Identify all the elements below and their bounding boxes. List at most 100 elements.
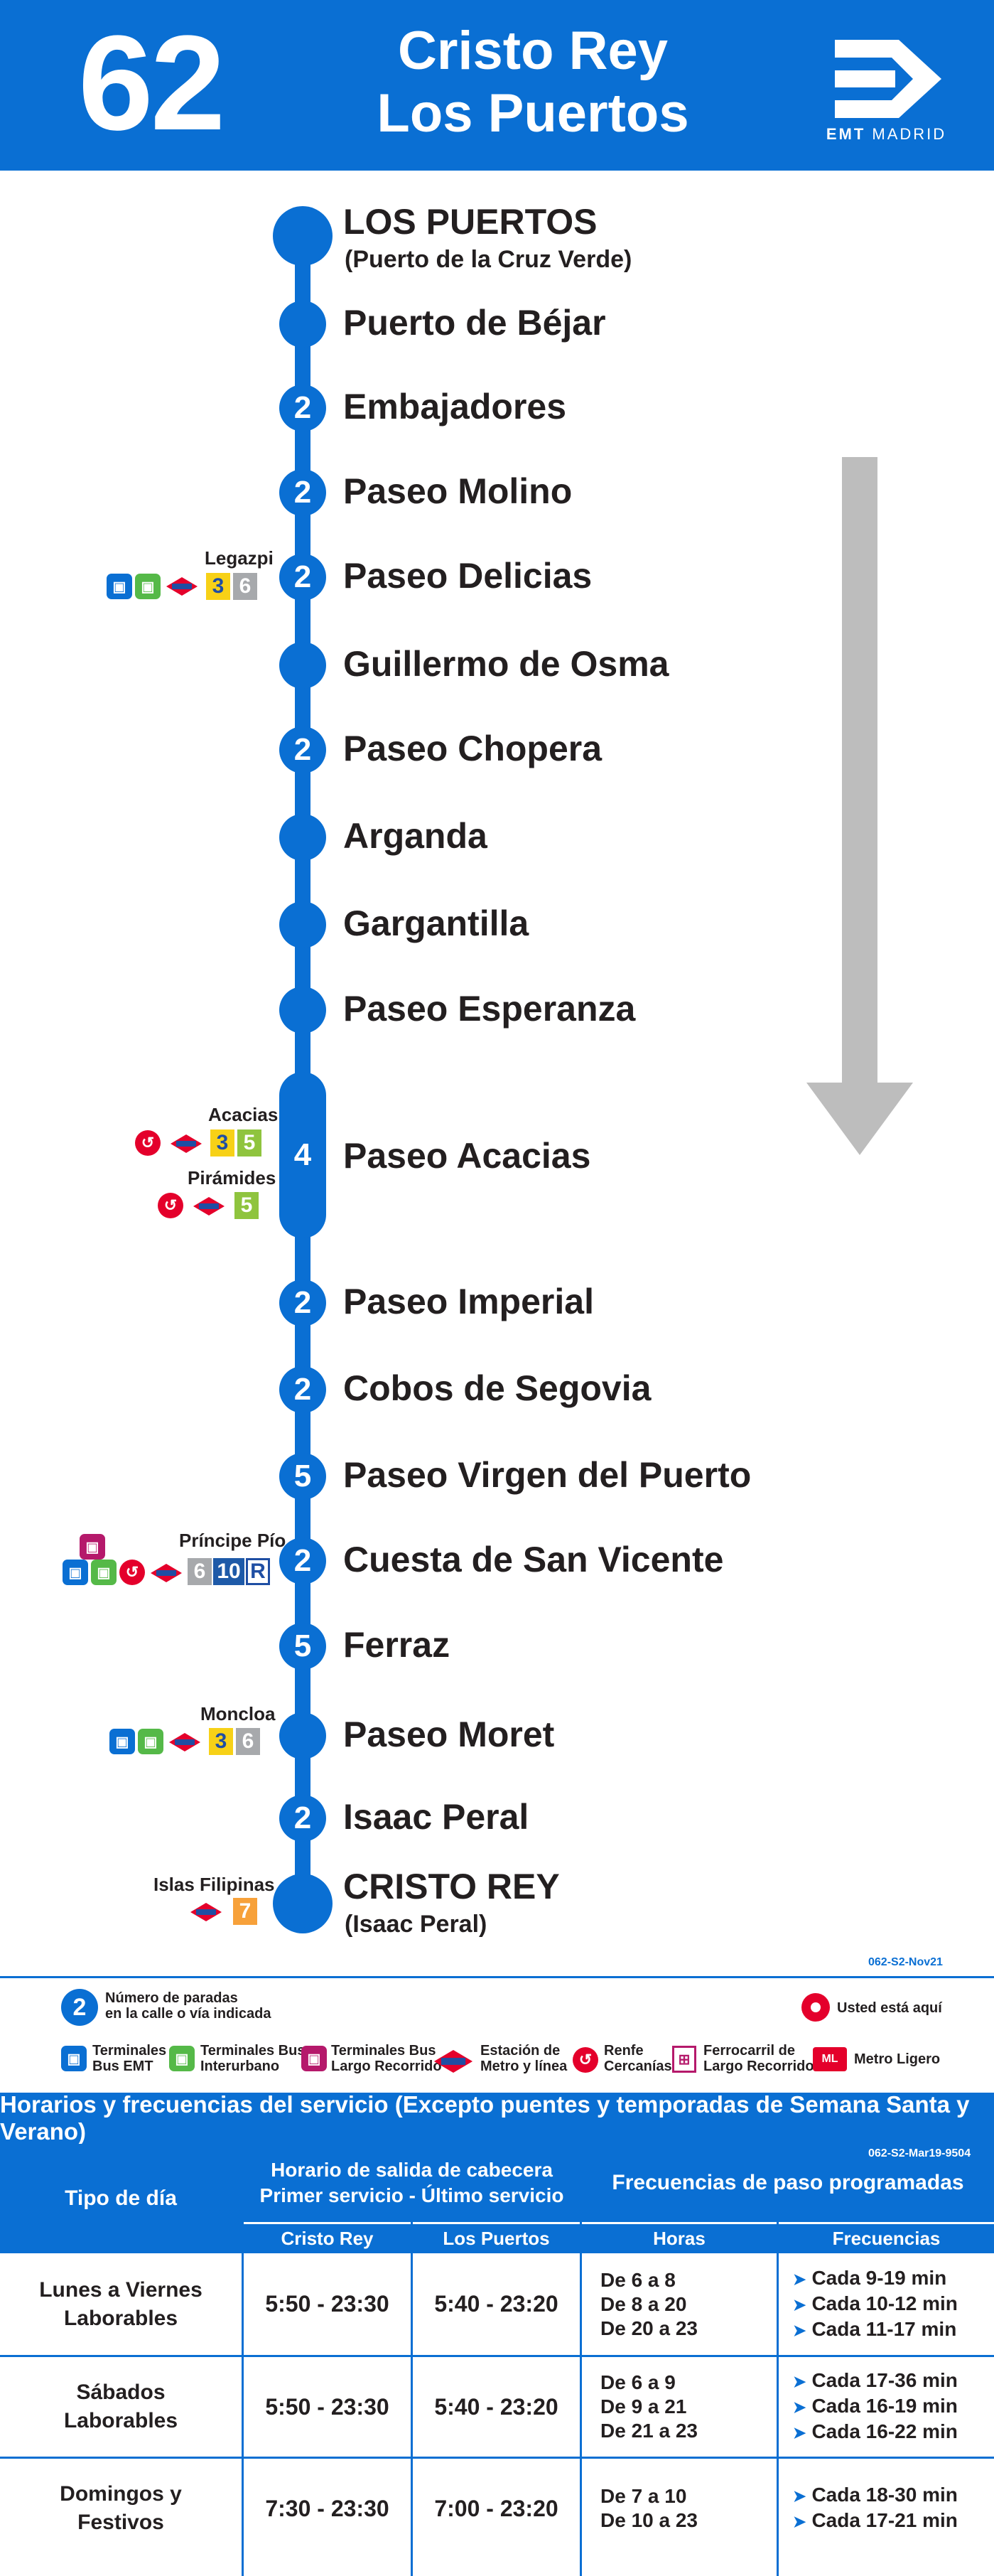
connection-label-principe-pio: Príncipe Pío [179,1530,286,1551]
metro-line-badge: 5 [237,1129,261,1156]
sub-cristo-rey: Cristo Rey [244,2224,411,2253]
table-divider [777,2222,779,2576]
stop-name: Puerto de Béjar [343,303,606,343]
connection-label-piramides: Pirámides [188,1167,276,1188]
metro-icon [166,577,198,596]
stop-count: 2 [293,475,312,510]
row-los-puertos-time: 5:40 - 23:20 [434,2393,558,2420]
metro-line-badge: 3 [209,1728,233,1755]
destination-line1: Cristo Rey [397,21,669,81]
stop-marker [279,901,326,948]
row-frequencies: ➤Cada 9-19 min ➤Cada 10-12 min ➤Cada 11-… [793,2266,958,2340]
bus-interurbano-icon: ▣ [135,574,161,599]
stop-subtitle: (Puerto de la Cruz Verde) [345,246,632,273]
stop-name: Paseo Delicias [343,556,593,596]
stop-marker [279,1712,326,1759]
stop-name: Paseo Moret [343,1714,555,1754]
stop-marker: 2 [279,726,326,773]
destination-line2: Los Puertos [377,83,689,144]
direction-arrow-icon [806,457,913,1155]
renfe-icon: ↺ [135,1130,161,1156]
stop-count: 5 [293,1628,312,1663]
bus-emt-icon: ▣ [107,574,132,599]
row-frequencies: ➤Cada 18-30 min ➤Cada 17-21 min [793,2484,958,2531]
bus-emt-icon: ▣ [63,1560,88,1585]
stop-marker: 2 [279,1279,326,1326]
metro-icon [171,1134,202,1153]
stop-name: Paseo Acacias [343,1136,591,1176]
stop-name: Cuesta de San Vicente [343,1540,724,1579]
bus-interurbano-icon: ▣ [169,2046,195,2071]
schedule-title: Horarios y frecuencias del servicio (Exc… [0,2091,994,2145]
metro-ligero-icon: ML [813,2047,847,2071]
stop-marker [273,206,333,266]
stop-count: 2 [293,732,312,767]
col-day-type: Tipo de día [0,2144,242,2253]
metro-line-badge: 6 [236,1728,260,1755]
stop-name: Paseo Virgen del Puerto [343,1455,752,1495]
table-divider [0,2355,994,2357]
stop-marker: 2 [279,469,326,516]
stop-name: Paseo Esperanza [343,989,636,1029]
renfe-icon: ↺ [158,1193,183,1218]
stop-name: Isaac Peral [343,1797,529,1837]
stop-name: LOS PUERTOS [343,202,598,242]
stop-marker: 2 [279,1537,326,1584]
stop-marker [279,642,326,689]
sub-horas: Horas [582,2224,777,2253]
legend-separator [0,1976,994,1978]
renfe-icon: ↺ [119,1560,145,1585]
col-frequencies: Frecuencias de paso programadas [582,2144,994,2222]
table-divider [0,2457,994,2459]
metro-line-badge: R [246,1558,270,1585]
stop-count: 5 [293,1459,312,1493]
row-cristo-rey-time: 7:30 - 23:30 [265,2495,389,2521]
stop-count: 2 [293,559,312,594]
metro-icon [169,1733,200,1751]
stop-name: Arganda [343,816,487,856]
metro-icon [193,1197,225,1215]
stop-subtitle: (Isaac Peral) [345,1911,487,1938]
stop-count: 4 [293,1137,312,1172]
stop-marker [279,814,326,861]
connection-label-acacias: Acacias [208,1104,279,1125]
connection-label-moncloa: Moncloa [200,1703,276,1724]
legend-stop-count-icon: 2 [61,1989,98,2026]
emt-logo-text: EMT MADRID [826,125,947,143]
row-hours: De 7 a 10 De 10 a 23 [600,2485,698,2531]
metro-line-badge: 3 [206,573,230,600]
legend-metro-ligero: Metro Ligero [854,2051,941,2067]
row-hours: De 6 a 9 De 9 a 21 De 21 a 23 [600,2371,698,2442]
row-los-puertos-time: 7:00 - 23:20 [434,2495,558,2521]
bus-largo-recorrido-icon: ▣ [80,1534,105,1560]
bus-emt-icon: ▣ [109,1729,135,1754]
stop-count: 2 [293,1543,312,1578]
stop-marker [273,1874,333,1933]
stop-marker: 2 [279,1795,326,1842]
bus-interurbano-icon: ▣ [91,1560,117,1585]
row-cristo-rey-time: 5:50 - 23:30 [265,2291,389,2317]
connection-label-legazpi: Legazpi [205,547,274,569]
line-number: 62 [78,8,225,159]
stop-marker: 5 [279,1453,326,1500]
metro-line-badge: 10 [213,1558,244,1585]
ferrocarril-icon: ⊞ [672,2046,696,2073]
metro-line-badge: 3 [210,1129,234,1156]
bus-largo-recorrido-icon: ▣ [301,2046,327,2071]
stop-marker: 2 [279,554,326,601]
stop-marker: 2 [279,1366,326,1413]
row-cristo-rey-time: 5:50 - 23:30 [265,2393,389,2420]
stop-count: 2 [293,1372,312,1407]
stop-marker: 2 [279,385,326,431]
table-code: 062-S2-Mar19-9504 [868,2147,971,2159]
stop-name: Paseo Chopera [343,729,603,768]
stop-marker: 4 [279,1072,326,1238]
sub-los-puertos: Los Puertos [413,2224,580,2253]
